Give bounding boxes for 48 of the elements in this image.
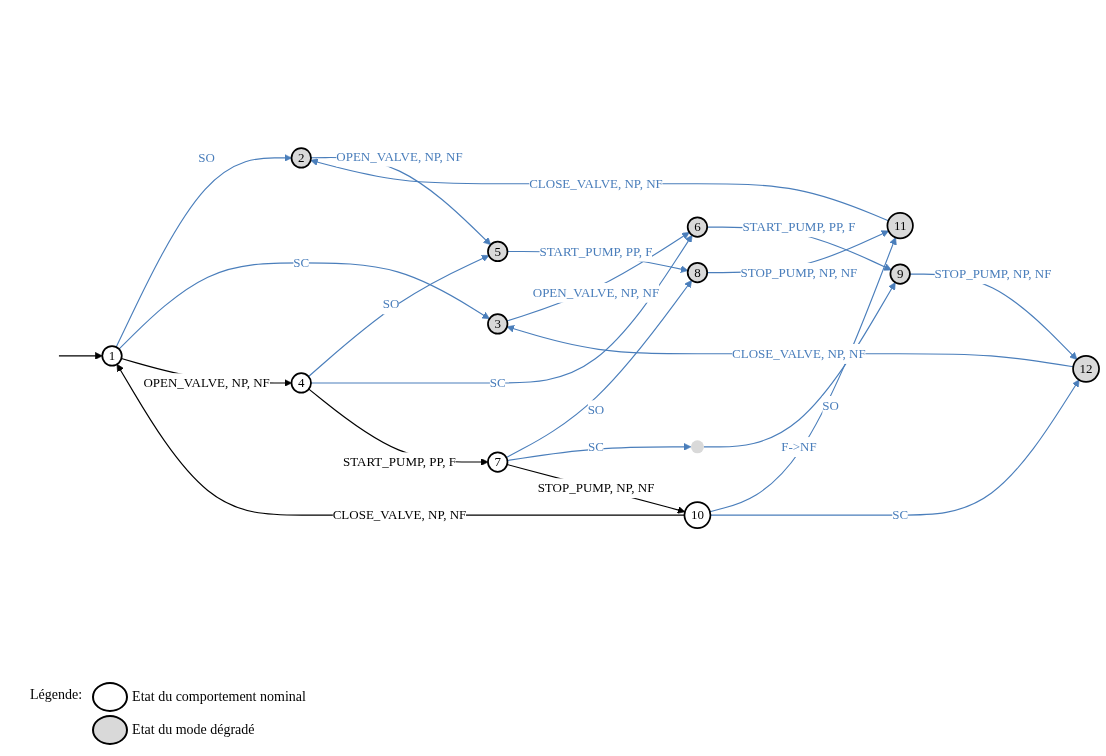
arrow: [703, 282, 896, 448]
node-circle: 3: [487, 313, 509, 335]
legend-label: Etat du comportement nominal: [132, 689, 306, 705]
arrow: [310, 158, 889, 222]
legend-heading: Légende:: [30, 687, 83, 703]
node-circle: 7: [487, 451, 509, 473]
edge-label: STOP_PUMP, NP, NF: [537, 480, 655, 495]
node-circle: 9: [889, 263, 911, 285]
edge-label: START_PUMP, PP, F: [342, 454, 457, 469]
arrow: [506, 325, 1074, 368]
node-circle: [690, 440, 704, 454]
node-circle: 11: [886, 211, 914, 240]
node-circle: 12: [1072, 355, 1100, 383]
edge-label: CLOSE_VALVE, NP, NF: [732, 346, 866, 361]
edge-label: CLOSE_VALVE, NP, NF: [332, 507, 467, 522]
arrow: [118, 262, 490, 350]
arrow: [115, 154, 292, 348]
arrow: [58, 352, 103, 360]
edge-label: OPEN_VALVE, NP, NF: [143, 375, 270, 390]
edge-label: SO: [587, 402, 605, 417]
node-circle: 4: [290, 372, 312, 394]
edge-label: START_PUMP, PP, F: [539, 244, 653, 259]
edge-label: F->NF: [781, 439, 817, 454]
node-circle: 10: [683, 501, 712, 529]
node-circle: 8: [686, 261, 709, 284]
edge-label: OPEN_VALVE, NP, NF: [336, 149, 463, 164]
edge-label: STOP_PUMP, NP, NF: [740, 265, 858, 280]
node-circle: 2: [290, 147, 312, 169]
arrow: [505, 280, 692, 458]
edge-label: OPEN_VALVE, NP, NF: [532, 285, 660, 300]
arrow: [116, 363, 685, 516]
edge-label: CLOSE_VALVE, NP, NF: [529, 176, 663, 191]
edge-label: START_PUMP, PP, F: [742, 219, 856, 234]
arrow: [308, 254, 490, 378]
edge-label: SC: [489, 375, 506, 390]
arrow: [709, 237, 897, 513]
edge-label: SO: [198, 150, 215, 165]
edge-label: SO: [822, 398, 839, 413]
legend-label: Etat du mode dégradé: [132, 722, 255, 738]
node-circle: 1: [101, 345, 123, 367]
edge-label: SC: [587, 439, 604, 454]
edge-label: SC: [293, 255, 310, 270]
node-circle: 5: [487, 240, 509, 263]
edge-label: SC: [892, 507, 909, 522]
node-circle: 6: [686, 216, 709, 238]
edge-label: STOP_PUMP, NP, NF: [934, 266, 1052, 281]
arrow: [310, 234, 693, 384]
edge-label: SO: [382, 297, 400, 311]
